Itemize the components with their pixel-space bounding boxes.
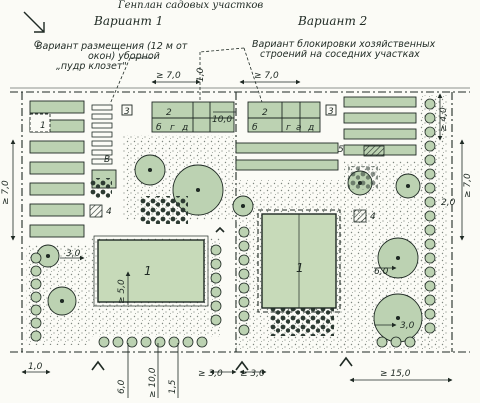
variant-1-title: Вариант 1 xyxy=(94,14,164,28)
seat-right xyxy=(353,209,367,223)
entry-chevron-icons xyxy=(91,226,353,371)
dim-3-0-right: 3,0 xyxy=(400,321,415,331)
dim-ge-3-0-b: ≥ 3,0 xyxy=(240,369,265,379)
dim-ge-5-0: ≥ 5,0 xyxy=(117,279,127,304)
lot-d-right: д xyxy=(307,123,314,133)
variant-2-title: Вариант 2 xyxy=(298,14,368,28)
toilet-note-line-1: Вариант размещения (12 м от xyxy=(36,41,188,52)
lot-g-right: г xyxy=(286,123,291,133)
dim-ge-3-0-a: ≥ 3,0 xyxy=(198,369,223,379)
dim-ge-4-0: ≥ 4,0 xyxy=(439,107,449,132)
north-label: С xyxy=(34,40,41,50)
house-left xyxy=(97,239,205,303)
compost-left-number: 3 xyxy=(124,107,130,117)
dim-6-0-bottom: 6,0 xyxy=(117,379,127,394)
hedge-left xyxy=(30,252,42,342)
hedge-bottom-right xyxy=(376,336,416,348)
toilet-number: 1 xyxy=(40,121,46,131)
lot-a-left2: г xyxy=(170,123,175,133)
dim-right-7-0: ≥ 7,0 xyxy=(463,173,473,198)
shrub-block-left xyxy=(90,178,112,198)
dim-ge-10-0: ≥ 10,0 xyxy=(148,367,158,398)
house-right-label: 1 xyxy=(296,261,304,275)
dim-2-0: 2,0 xyxy=(441,198,456,208)
leader-lines xyxy=(10,47,470,105)
lot-d-left: д xyxy=(181,123,188,133)
north-arrow-icon xyxy=(23,11,45,33)
cellar xyxy=(363,145,385,157)
dim-ge-15-0: ≥ 15,0 xyxy=(380,369,411,379)
hedge-mid-right xyxy=(238,226,250,336)
toilet-note-line-2: окон) уборной xyxy=(88,51,160,62)
garden-beds-left xyxy=(29,100,85,238)
dim-top-right: ≥ 7,0 xyxy=(254,71,279,81)
seat-left-number: 4 xyxy=(106,207,112,217)
toilet-placement xyxy=(29,113,51,133)
dim-1-0: 1,0 xyxy=(196,67,206,82)
dimension-lines xyxy=(10,79,465,398)
lot-a-left: б xyxy=(156,123,162,133)
hedge-right xyxy=(424,98,436,334)
dim-left-7-0: ≥ 7,0 xyxy=(1,180,11,205)
dim-top-left: ≥ 7,0 xyxy=(156,71,181,81)
seat-left xyxy=(89,204,103,218)
seat-right-number: 4 xyxy=(370,212,376,222)
house-left-label: 1 xyxy=(144,264,152,278)
dim-10-0: 10,0 xyxy=(212,115,232,125)
cellar-number: 5 xyxy=(338,145,344,155)
plan-labels: С 1 1 1 2 2 3 3 В 4 4 5 б г д б г а д xyxy=(34,40,376,278)
dim-1-0-bottom: 1,0 xyxy=(28,362,43,372)
blocking-note: Вариант блокировки хозяйственных строени… xyxy=(252,40,435,60)
toilet-note: Вариант размещения (12 м от окон) уборно… xyxy=(36,42,187,72)
trees-left xyxy=(36,154,224,316)
lot-b-right: б xyxy=(252,123,258,133)
outbuildings-left xyxy=(121,101,235,133)
outbuilding-right-number: 2 xyxy=(262,108,268,118)
dim-6-0: 6,0 xyxy=(374,267,389,277)
hedge-mid-left xyxy=(210,244,222,326)
compost-b-letter: В xyxy=(104,155,110,165)
dimension-labels: ≥ 7,0 ≥ 7,0 1,0 10,0 ≥ 7,0 ≥ 4,0 ≥ 7,0 2… xyxy=(1,67,473,398)
shrub-cluster-left xyxy=(140,196,188,224)
compost-right-number: 3 xyxy=(328,107,334,117)
plan-caption: Генплан садовых участков xyxy=(118,0,264,11)
blocking-note-line-1: Вариант блокировки хозяйственных xyxy=(252,39,436,50)
toilet-note-line-3: „пудр клозет" xyxy=(56,61,127,72)
outbuilding-left-number: 2 xyxy=(166,108,172,118)
lot-a-right: а xyxy=(296,123,302,133)
hedge-bottom-left xyxy=(98,336,208,348)
dim-3-0-left: 3,0 xyxy=(66,249,81,259)
outbuildings-right xyxy=(247,101,337,133)
berry-strips-left xyxy=(91,104,113,165)
blocking-note-line-2: строений на соседних участках xyxy=(260,49,420,60)
dim-1-5: 1,5 xyxy=(168,379,178,394)
